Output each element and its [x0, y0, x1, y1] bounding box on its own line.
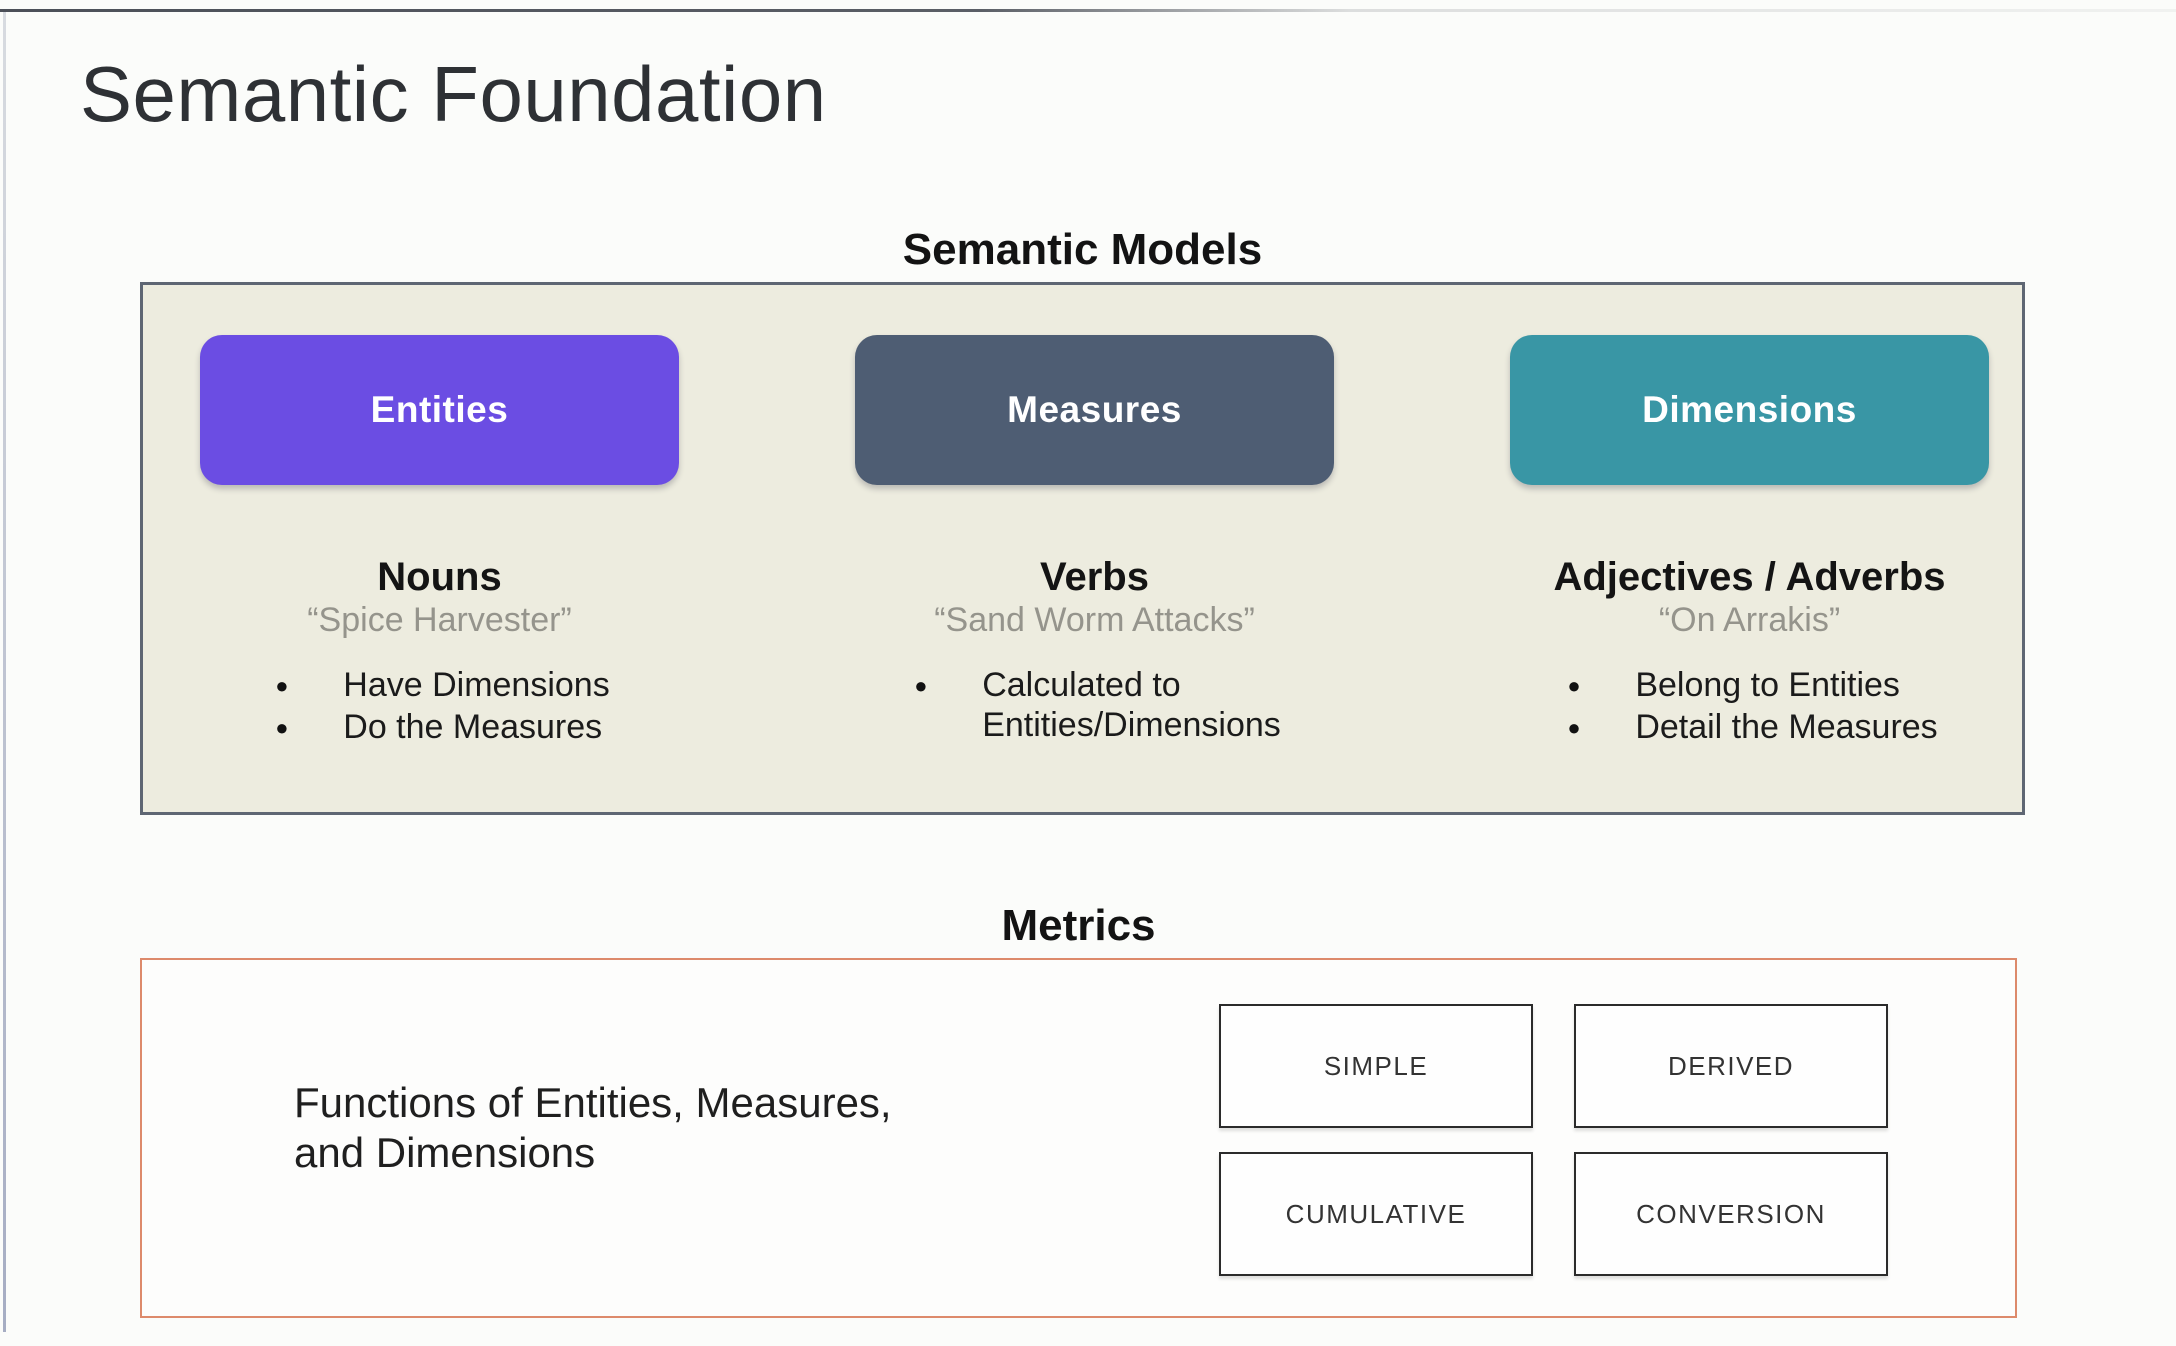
entities-pill: Entities [200, 335, 679, 485]
measures-pill: Measures [855, 335, 1334, 485]
bullet-list: Have Dimensions Do the Measures [269, 665, 609, 749]
bullet-item: Calculated to Entities/Dimensions [908, 665, 1281, 745]
part-of-speech-label: Nouns [377, 555, 502, 599]
bullet-item: Belong to Entities [1561, 665, 1937, 706]
example-quote: “Spice Harvester” [307, 601, 572, 639]
metrics-caption: Functions of Entities, Measures, and Dim… [294, 1079, 892, 1176]
metric-type-conversion: CONVERSION [1574, 1152, 1888, 1276]
bullet-list: Calculated to Entities/Dimensions [908, 665, 1281, 747]
bullet-item: Detail the Measures [1561, 707, 1937, 748]
model-column-measures: Measures Verbs “Sand Worm Attacks” Calcu… [855, 335, 1334, 812]
metrics-panel: Functions of Entities, Measures, and Dim… [140, 958, 2017, 1318]
dimensions-pill: Dimensions [1510, 335, 1989, 485]
part-of-speech-label: Adjectives / Adverbs [1553, 555, 1946, 599]
metrics-section-heading: Metrics [1001, 901, 1156, 950]
frame-left-line [3, 12, 6, 1332]
bullet-item: Do the Measures [269, 707, 609, 748]
metric-type-simple: SIMPLE [1219, 1004, 1533, 1128]
slide-title: Semantic Foundation [80, 50, 827, 138]
semantic-models-panel: Entities Nouns “Spice Harvester” Have Di… [140, 282, 2025, 815]
metric-type-derived: DERIVED [1574, 1004, 1888, 1128]
model-column-dimensions: Dimensions Adjectives / Adverbs “On Arra… [1510, 335, 1989, 812]
part-of-speech-label: Verbs [1040, 555, 1149, 599]
metric-type-grid: SIMPLE DERIVED CUMULATIVE CONVERSION [1219, 1004, 1888, 1276]
metric-type-cumulative: CUMULATIVE [1219, 1152, 1533, 1276]
bullet-item: Have Dimensions [269, 665, 609, 706]
model-column-entities: Entities Nouns “Spice Harvester” Have Di… [200, 335, 679, 812]
example-quote: “Sand Worm Attacks” [934, 601, 1255, 639]
models-section-heading: Semantic Models [902, 225, 1263, 274]
frame-top-line [0, 9, 2176, 12]
bullet-list: Belong to Entities Detail the Measures [1561, 665, 1937, 749]
example-quote: “On Arrakis” [1658, 601, 1841, 639]
